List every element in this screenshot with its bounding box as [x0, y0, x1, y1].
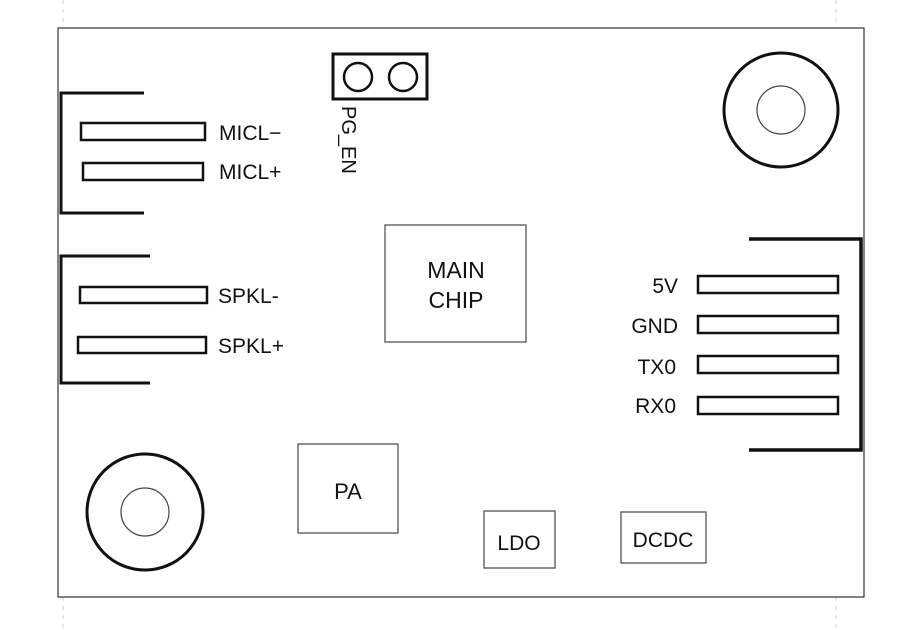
ldo-chip: LDO [483, 510, 556, 569]
mic-connector-bracket [59, 91, 144, 215]
mic-connector: MICL− MICL+ [59, 91, 281, 215]
uart-label-tx0: TX0 [637, 356, 676, 379]
header-pin-2 [387, 61, 419, 93]
uart-label-5v: 5V [652, 275, 678, 298]
uart-pad-gnd [696, 314, 840, 335]
pa-chip: PA [297, 443, 399, 534]
uart-pad-5v [696, 274, 840, 295]
pg-en-header: PG_EN [331, 52, 429, 174]
mounting-hole-drill [756, 85, 806, 135]
mic-pad-1 [79, 121, 207, 142]
main-chip-label-line2: CHIP [429, 287, 484, 313]
speaker-connector: SPKL- SPKL+ [59, 254, 284, 385]
pa-chip-body [297, 443, 399, 534]
uart-connector: 5V GND TX0 RX0 [631, 237, 863, 452]
main-chip-body [384, 224, 527, 343]
dcdc-chip-body [620, 511, 707, 564]
mic-pad-2 [81, 161, 205, 182]
ldo-chip-label: LDO [497, 532, 540, 555]
mic-label-2: MICL+ [219, 161, 281, 184]
mounting-hole-ring [722, 51, 840, 169]
pg-en-label: PG_EN [337, 106, 359, 174]
uart-label-rx0: RX0 [635, 395, 676, 418]
uart-pad-rx0 [696, 395, 840, 416]
speaker-connector-bracket [59, 254, 150, 385]
uart-pad-tx0 [696, 354, 840, 375]
speaker-pad-1 [78, 285, 209, 305]
uart-connector-bracket [749, 237, 863, 452]
pa-chip-label: PA [334, 479, 362, 504]
dcdc-chip-label: DCDC [633, 529, 694, 552]
main-chip-label-line1: MAIN [427, 257, 485, 283]
mic-label-1: MICL− [219, 122, 281, 145]
mounting-hole-bottom-left [85, 452, 205, 572]
speaker-label-1: SPKL- [218, 285, 279, 308]
ldo-chip-body [483, 510, 556, 569]
speaker-pad-2 [76, 335, 208, 355]
speaker-label-2: SPKL+ [218, 335, 284, 358]
main-chip: MAIN CHIP [384, 224, 527, 343]
mounting-hole-drill [120, 487, 170, 537]
header-body [331, 52, 429, 101]
mounting-hole-ring [85, 452, 205, 572]
header-pin-1 [342, 61, 374, 93]
uart-label-gnd: GND [631, 315, 678, 338]
dcdc-chip: DCDC [620, 511, 707, 564]
mounting-hole-top-right [722, 51, 840, 169]
